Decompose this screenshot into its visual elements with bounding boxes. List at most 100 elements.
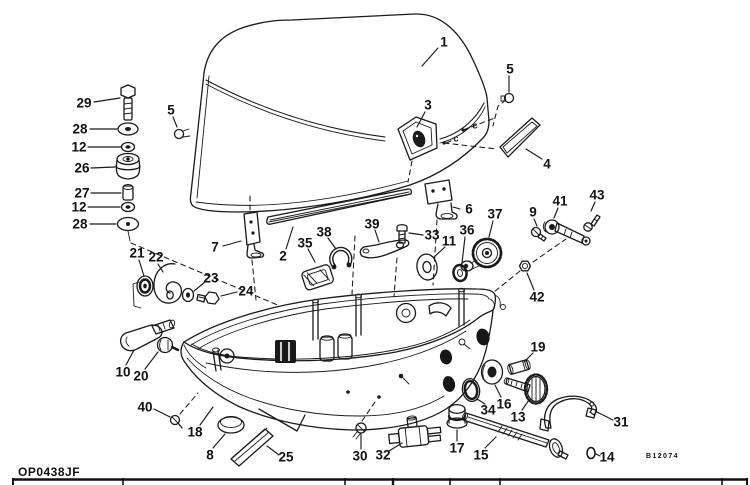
cap-34 [461,377,481,403]
part-label-37: 37 [487,207,502,222]
pan-block [275,333,353,363]
part-label-28: 28 [72,122,88,137]
leader-line-21 [138,259,145,277]
part-label-30: 30 [352,449,367,464]
screw-30 [352,422,367,440]
part-label-26: 26 [74,161,90,176]
leader-line-13 [521,399,530,411]
thumbwheel-37 [460,237,503,272]
clamp-41 [542,219,591,246]
part-label-34: 34 [480,403,496,418]
bracket-31 [539,395,598,432]
part-label-21: 21 [129,246,145,261]
leader-line-32 [388,442,403,452]
ring-36 [452,263,468,283]
screw-40 [169,414,183,429]
part-label-33: 33 [424,228,440,243]
leader-line-41 [553,207,559,219]
cap-8 [217,416,245,434]
leader-line-31 [596,411,614,421]
grommet-16 [480,359,504,385]
part-label-16: 16 [496,397,512,412]
part-label-41: 41 [552,194,568,209]
leader-line-22 [157,263,164,273]
leader-line-36 [461,236,466,264]
leader-line-29 [93,97,121,103]
leader-line-24 [220,291,238,297]
washer-23 [181,287,195,303]
cam-22 [153,263,183,304]
part-label-38: 38 [316,225,332,240]
leader-line-11 [433,246,446,258]
part-label-13: 13 [510,410,526,425]
leader-line-18 [199,406,214,426]
part-label-15: 15 [473,448,489,463]
leader-line-40 [153,408,171,418]
seal-strip [266,188,413,225]
leader-line-25 [266,445,280,456]
leader-line-2 [285,226,294,250]
part-label-3: 3 [424,98,432,113]
leader-line-4 [525,148,543,160]
sleeve-19 [507,359,531,375]
part-label-17: 17 [449,441,464,456]
washer-21 [136,275,154,297]
leader-line-1 [421,47,439,67]
leader-line-15 [484,436,497,449]
part-label-23: 23 [203,271,219,286]
leader-line-c [445,140,452,144]
bracket-6 [424,179,458,220]
part-label-40: 40 [137,400,152,415]
leader-line-33 [408,232,424,236]
part-label-12: 12 [71,140,86,155]
fuel-connector-32 [388,415,442,448]
screw-9 [530,226,547,242]
pan-ribs [312,287,465,341]
rivet-mark-c: c [472,121,477,132]
part-label-11: 11 [442,234,457,249]
leader-line-37 [488,220,494,238]
knob-13 [503,373,549,405]
part-label-12: 12 [71,200,86,215]
leader-line-8 [212,433,226,449]
part-label-35: 35 [297,236,313,251]
nameplate [499,117,541,158]
part-label-1: 1 [440,35,448,50]
leader-line-16 [494,384,502,398]
nut-42 [518,260,532,272]
part-label-43: 43 [589,188,605,203]
latch-handle-10 [119,319,176,352]
leader-line-10 [125,349,135,366]
leader-line-20 [144,351,159,370]
leader-line-34 [476,398,486,405]
part-label-10: 10 [115,365,130,380]
part-label-6: 6 [465,202,473,217]
leader-line-5 [172,116,178,128]
part-label-25: 25 [278,450,294,465]
leader-line-23 [193,281,206,292]
lower-pan [180,287,506,432]
leader-line-7 [222,240,242,247]
washer-11 [416,253,438,281]
wedge-25 [230,427,274,467]
clip-5-left [173,128,191,140]
rivet-mark-c: c [453,134,458,145]
part-label-2: 2 [279,249,287,264]
leader-line-3 [416,111,426,128]
leader-line-6 [452,206,461,210]
button-5-right [500,92,515,104]
leader-line-9 [533,218,538,227]
bracket-7 [243,211,265,259]
alignment-dashes [130,99,567,422]
part-label-31: 31 [613,415,629,430]
rod-15 [462,412,569,460]
latch-35 [301,264,334,291]
part-label-20: 20 [133,369,148,384]
part-label-22: 22 [148,250,163,265]
lever-39 [359,239,410,259]
part-label-5: 5 [506,62,514,77]
engine-cover [189,13,490,213]
leader-line-19 [523,352,534,363]
